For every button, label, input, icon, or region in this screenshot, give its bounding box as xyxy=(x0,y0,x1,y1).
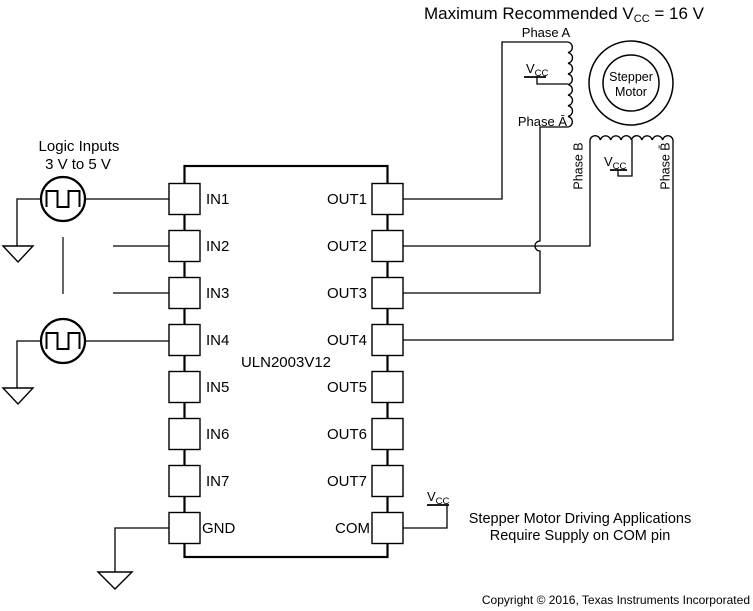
wire-source1-to-ground xyxy=(16,198,41,246)
pin-label-out6: OUT6 xyxy=(327,426,367,443)
square-wave-icon xyxy=(45,190,81,208)
square-wave-icon xyxy=(45,332,81,350)
pin-box-in1 xyxy=(168,182,201,216)
stepper-motor-inner-circle xyxy=(602,54,660,112)
pin-box-in2 xyxy=(168,229,201,263)
logic-inputs-label: Logic Inputs xyxy=(39,138,120,155)
wire-gnd-to-ground xyxy=(114,527,169,572)
circuit-title: Maximum Recommended VCC = 16 V xyxy=(424,4,705,25)
wire-out3-to-phase-a-bar xyxy=(403,126,568,294)
wire-source2-to-ground xyxy=(16,340,41,388)
wire-com-to-vcc xyxy=(403,505,448,529)
pulse-source-2 xyxy=(39,317,87,365)
pin-box-out6 xyxy=(371,417,404,451)
ic-part-number: ULN2003V12 xyxy=(241,354,331,371)
pin-label-out7: OUT7 xyxy=(327,473,367,490)
vcc-label-com: VCC xyxy=(427,489,450,507)
pin-box-in5 xyxy=(168,370,201,404)
pin-label-gnd: GND xyxy=(202,520,236,537)
ground-symbol-source1 xyxy=(1,245,35,264)
wire-vcc-phase-a-tap xyxy=(536,77,568,85)
phase-b-label: Phase B xyxy=(571,142,585,189)
pin-box-out1 xyxy=(371,182,404,216)
copyright-notice: Copyright © 2016, Texas Instruments Inco… xyxy=(482,593,750,607)
phase-a-bar-label: Phase Ā xyxy=(518,114,567,129)
vcc-label-phase-a: VCC xyxy=(526,61,549,79)
pin-label-in7: IN7 xyxy=(206,473,229,490)
pin-box-in7 xyxy=(168,464,201,498)
wire-vcc-phase-b-tap xyxy=(617,140,633,177)
ic-body xyxy=(183,164,389,559)
pin-box-out4 xyxy=(371,323,404,357)
pin-box-out5 xyxy=(371,370,404,404)
pin-label-in2: IN2 xyxy=(206,238,229,255)
pin-label-in5: IN5 xyxy=(206,379,229,396)
winding-phase-b-coil xyxy=(589,135,674,141)
pin-box-gnd xyxy=(168,511,201,545)
pin-label-com: COM xyxy=(335,520,370,537)
pin-label-out1: OUT1 xyxy=(327,191,367,208)
stepper-motor-label-line2: Motor xyxy=(615,85,647,99)
pin-label-in3: IN3 xyxy=(206,285,229,302)
note-line2: Require Supply on COM pin xyxy=(490,528,671,544)
wire-out1-to-phase-a xyxy=(403,41,568,200)
pin-box-out3 xyxy=(371,276,404,310)
pin-box-in3 xyxy=(168,276,201,310)
pin-label-out3: OUT3 xyxy=(327,285,367,302)
pin-label-out5: OUT5 xyxy=(327,379,367,396)
pin-label-in6: IN6 xyxy=(206,426,229,443)
pin-label-in1: IN1 xyxy=(206,191,229,208)
stepper-motor-label-line1: Stepper xyxy=(609,70,653,84)
pin-box-out7 xyxy=(371,464,404,498)
ground-symbol-gnd xyxy=(96,571,134,590)
wire-out2-to-phase-b xyxy=(403,140,591,247)
pin-label-in4: IN4 xyxy=(206,332,229,349)
phase-b-bar-label: Phase B̄ xyxy=(658,142,672,189)
pin-box-in4 xyxy=(168,323,201,357)
pin-box-com xyxy=(371,511,404,545)
logic-inputs-voltage-label: 3 V to 5 V xyxy=(45,156,111,173)
pin-label-out2: OUT2 xyxy=(327,238,367,255)
pin-box-out2 xyxy=(371,229,404,263)
vcc-label-phase-b: VCC xyxy=(604,154,627,172)
note-line1: Stepper Motor Driving Applications xyxy=(469,511,691,527)
wire-out4-to-phase-b-bar xyxy=(403,140,674,341)
pin-label-out4: OUT4 xyxy=(327,332,367,349)
phase-a-label: Phase A xyxy=(522,25,571,40)
pin-box-in6 xyxy=(168,417,201,451)
pulse-source-1 xyxy=(39,175,87,223)
winding-phase-a-coil xyxy=(567,41,574,128)
stepper-motor-outer-circle xyxy=(588,40,674,126)
ground-symbol-source2 xyxy=(1,387,35,406)
